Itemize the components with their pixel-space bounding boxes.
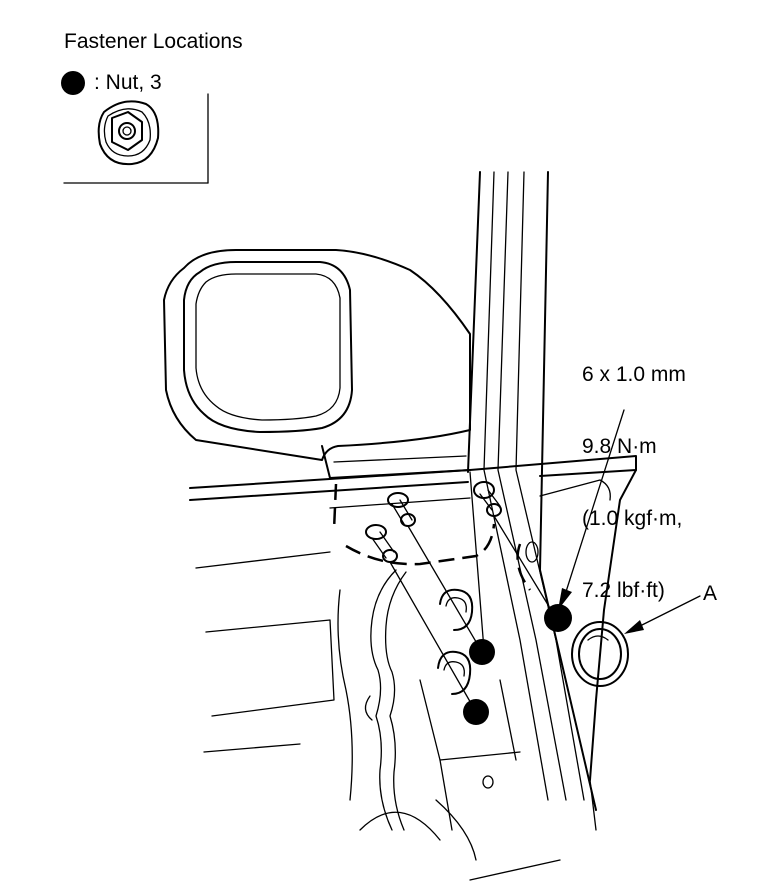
legend-box — [63, 93, 209, 184]
spec-line: (1.0 kgf·m, — [582, 507, 683, 530]
legend-item-label: : Nut, 3 — [94, 71, 162, 94]
legend-nut-marker-icon — [61, 71, 85, 95]
inner-panel-holes — [437, 541, 539, 789]
side-mirror — [163, 249, 471, 479]
nut-marker-3 — [463, 699, 489, 725]
door-pillar — [467, 171, 597, 811]
callout-a-arrowhead — [624, 620, 644, 634]
callout-label-a: A — [703, 582, 718, 605]
grommet-a — [571, 621, 629, 687]
nut-marker-2 — [469, 639, 495, 665]
spec-arrowhead — [558, 588, 572, 610]
spec-line: 9.8 N·m — [582, 435, 657, 458]
torque-spec: 6 x 1.0 mm 9.8 N·m (1.0 kgf·m, 7.2 lbf·f… — [582, 315, 686, 651]
flange-nut-icon — [97, 100, 160, 166]
nut-marker-1 — [544, 604, 572, 632]
door-inner-panel — [203, 589, 597, 881]
guide-lines — [389, 515, 557, 713]
mirror-base-outline — [332, 483, 532, 591]
leader-arrows — [558, 409, 701, 634]
spec-line: 7.2 lbf·ft) — [582, 579, 665, 602]
legend-title: Fastener Locations — [64, 30, 243, 53]
spec-line: 6 x 1.0 mm — [582, 363, 686, 386]
mirror-studs — [365, 481, 502, 563]
wire-harness — [364, 569, 407, 831]
